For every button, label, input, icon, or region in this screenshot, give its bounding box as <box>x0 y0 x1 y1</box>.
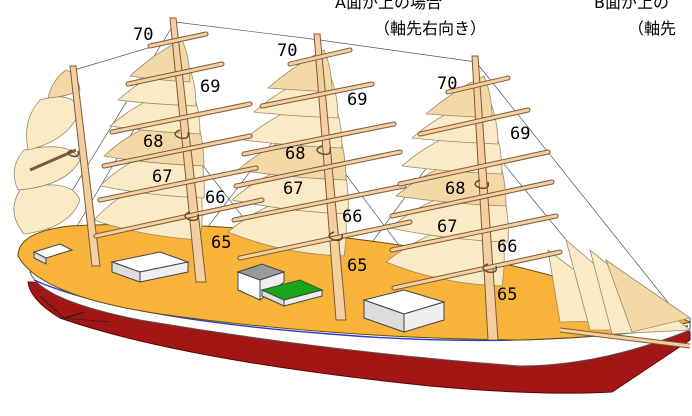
mizzen-label-70: 70 <box>437 74 457 94</box>
main-label-70: 70 <box>277 41 297 61</box>
fore-label-67: 67 <box>152 167 172 187</box>
fore-label-66: 66 <box>205 188 225 208</box>
fore-label-68: 68 <box>143 132 163 152</box>
mizzen-label-68: 68 <box>445 179 465 199</box>
bowsprit-jibs <box>547 238 692 349</box>
mizzen-mast-labels: 70 69 68 67 66 65 <box>437 74 530 305</box>
deck-houses <box>32 243 446 333</box>
mizzen-label-67: 67 <box>437 217 457 237</box>
mizzen-label-69: 69 <box>510 124 530 144</box>
mizzen-label-65: 65 <box>497 285 517 305</box>
main-mast-labels: 70 69 68 67 66 65 <box>277 41 367 276</box>
main-label-67: 67 <box>283 179 303 199</box>
main-label-68: 68 <box>285 144 305 164</box>
fore-mast-labels: 70 69 68 67 66 65 <box>133 25 231 253</box>
main-label-65: 65 <box>347 256 367 276</box>
main-label-66: 66 <box>342 207 362 227</box>
mizzen-label-66: 66 <box>497 237 517 257</box>
main-label-69: 69 <box>347 90 367 110</box>
heading-a-title: A面が上の場合 <box>335 0 442 12</box>
heading-b-title: B面が上の <box>594 0 669 12</box>
parrel-hooks <box>67 129 498 274</box>
main-mast <box>313 33 347 321</box>
fore-label-69: 69 <box>200 77 220 97</box>
yards <box>93 31 563 291</box>
heading-a-note: （軸先右向き） <box>374 19 487 38</box>
fore-label-70: 70 <box>133 25 153 45</box>
heading-b-note: （軸先 <box>628 19 677 38</box>
fore-label-65: 65 <box>211 233 231 253</box>
